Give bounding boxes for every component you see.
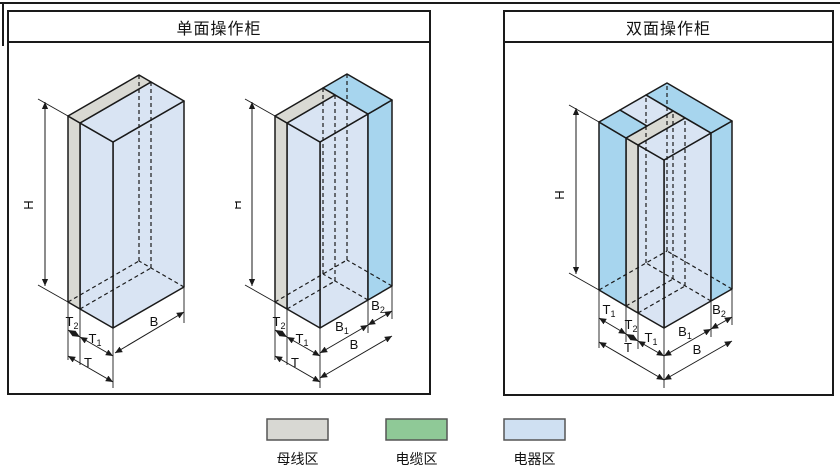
- electrical-front-face-b2: [710, 120, 733, 302]
- busbar-swatch: [266, 418, 329, 441]
- dimension-lines: [244, 98, 393, 388]
- electrical-swatch: [503, 418, 566, 441]
- dim-label-b: B: [150, 314, 159, 329]
- electrical-side-face-rear: [598, 121, 627, 307]
- single-cabinet-basic-diagram: H T2 T1 T B: [21, 74, 185, 388]
- dim-label-b2: B2: [371, 298, 385, 315]
- legend-label-electrical: 电器区: [513, 451, 556, 467]
- panel-title-double: 双面操作柜: [505, 12, 832, 43]
- legend-item-busbar: 母线区: [266, 418, 329, 469]
- dim-label-t: T: [624, 340, 632, 355]
- dimension-lines: [568, 104, 733, 388]
- dimension-lines: [37, 98, 185, 388]
- dim-label-t1-rear: T1: [603, 302, 616, 319]
- dim-label-t1: T1: [296, 331, 309, 348]
- panel-title-text: 双面操作柜: [625, 20, 711, 38]
- busbar-side-face: [625, 137, 639, 314]
- legend-label-cable: 电缆区: [395, 451, 438, 467]
- cabinet-box: [274, 73, 393, 329]
- electrical-top-face-rear-b1: [619, 94, 674, 127]
- panel-title-single: 单面操作柜: [9, 12, 429, 43]
- hidden-edges: [598, 83, 733, 314]
- dim-label-b: B: [350, 337, 359, 352]
- legend-item-electrical: 电器区: [503, 418, 566, 469]
- electrical-side-face-front: [637, 144, 665, 329]
- busbar-side-face: [274, 115, 288, 310]
- panel-title-text: 单面操作柜: [176, 20, 262, 38]
- electrical-front-face-b2: [367, 99, 393, 301]
- double-cabinet-diagram: H T1 T2 T1 T B1 B2 B: [555, 82, 733, 388]
- hidden-edges: [274, 74, 393, 310]
- dim-label-h: H: [21, 200, 36, 209]
- legend-item-cable: 电缆区: [385, 418, 448, 469]
- outer-left-border: [2, 2, 4, 46]
- dim-label-h: H: [235, 200, 244, 209]
- single-cabinet-split-diagram: H T2 T1 T B1 B2 B: [235, 73, 393, 388]
- dim-label-b1: B1: [678, 324, 692, 341]
- cabinet-box: [598, 82, 733, 329]
- dim-label-t1-front: T1: [645, 330, 658, 347]
- dim-label-t2: T2: [625, 317, 638, 334]
- hidden-edges: [67, 75, 185, 310]
- dim-label-b1: B1: [335, 319, 349, 336]
- dim-label-t2: T2: [273, 314, 286, 331]
- dim-label-t2: T2: [66, 314, 79, 331]
- electrical-front-face-b1: [663, 132, 712, 329]
- legend-label-busbar: 母线区: [276, 451, 319, 467]
- dim-label-b2: B2: [712, 302, 726, 319]
- cabinet-box: [67, 74, 185, 329]
- electrical-side-face: [286, 122, 321, 329]
- dim-label-t1: T1: [89, 331, 102, 348]
- electrical-side-face: [79, 122, 114, 329]
- busbar-side-face: [67, 115, 81, 310]
- outer-top-border: [0, 2, 840, 4]
- dim-label-b: B: [693, 342, 702, 357]
- cable-swatch: [385, 418, 448, 441]
- dim-label-t: T: [84, 355, 92, 370]
- dim-label-h: H: [555, 190, 567, 199]
- dim-label-t: T: [291, 355, 299, 370]
